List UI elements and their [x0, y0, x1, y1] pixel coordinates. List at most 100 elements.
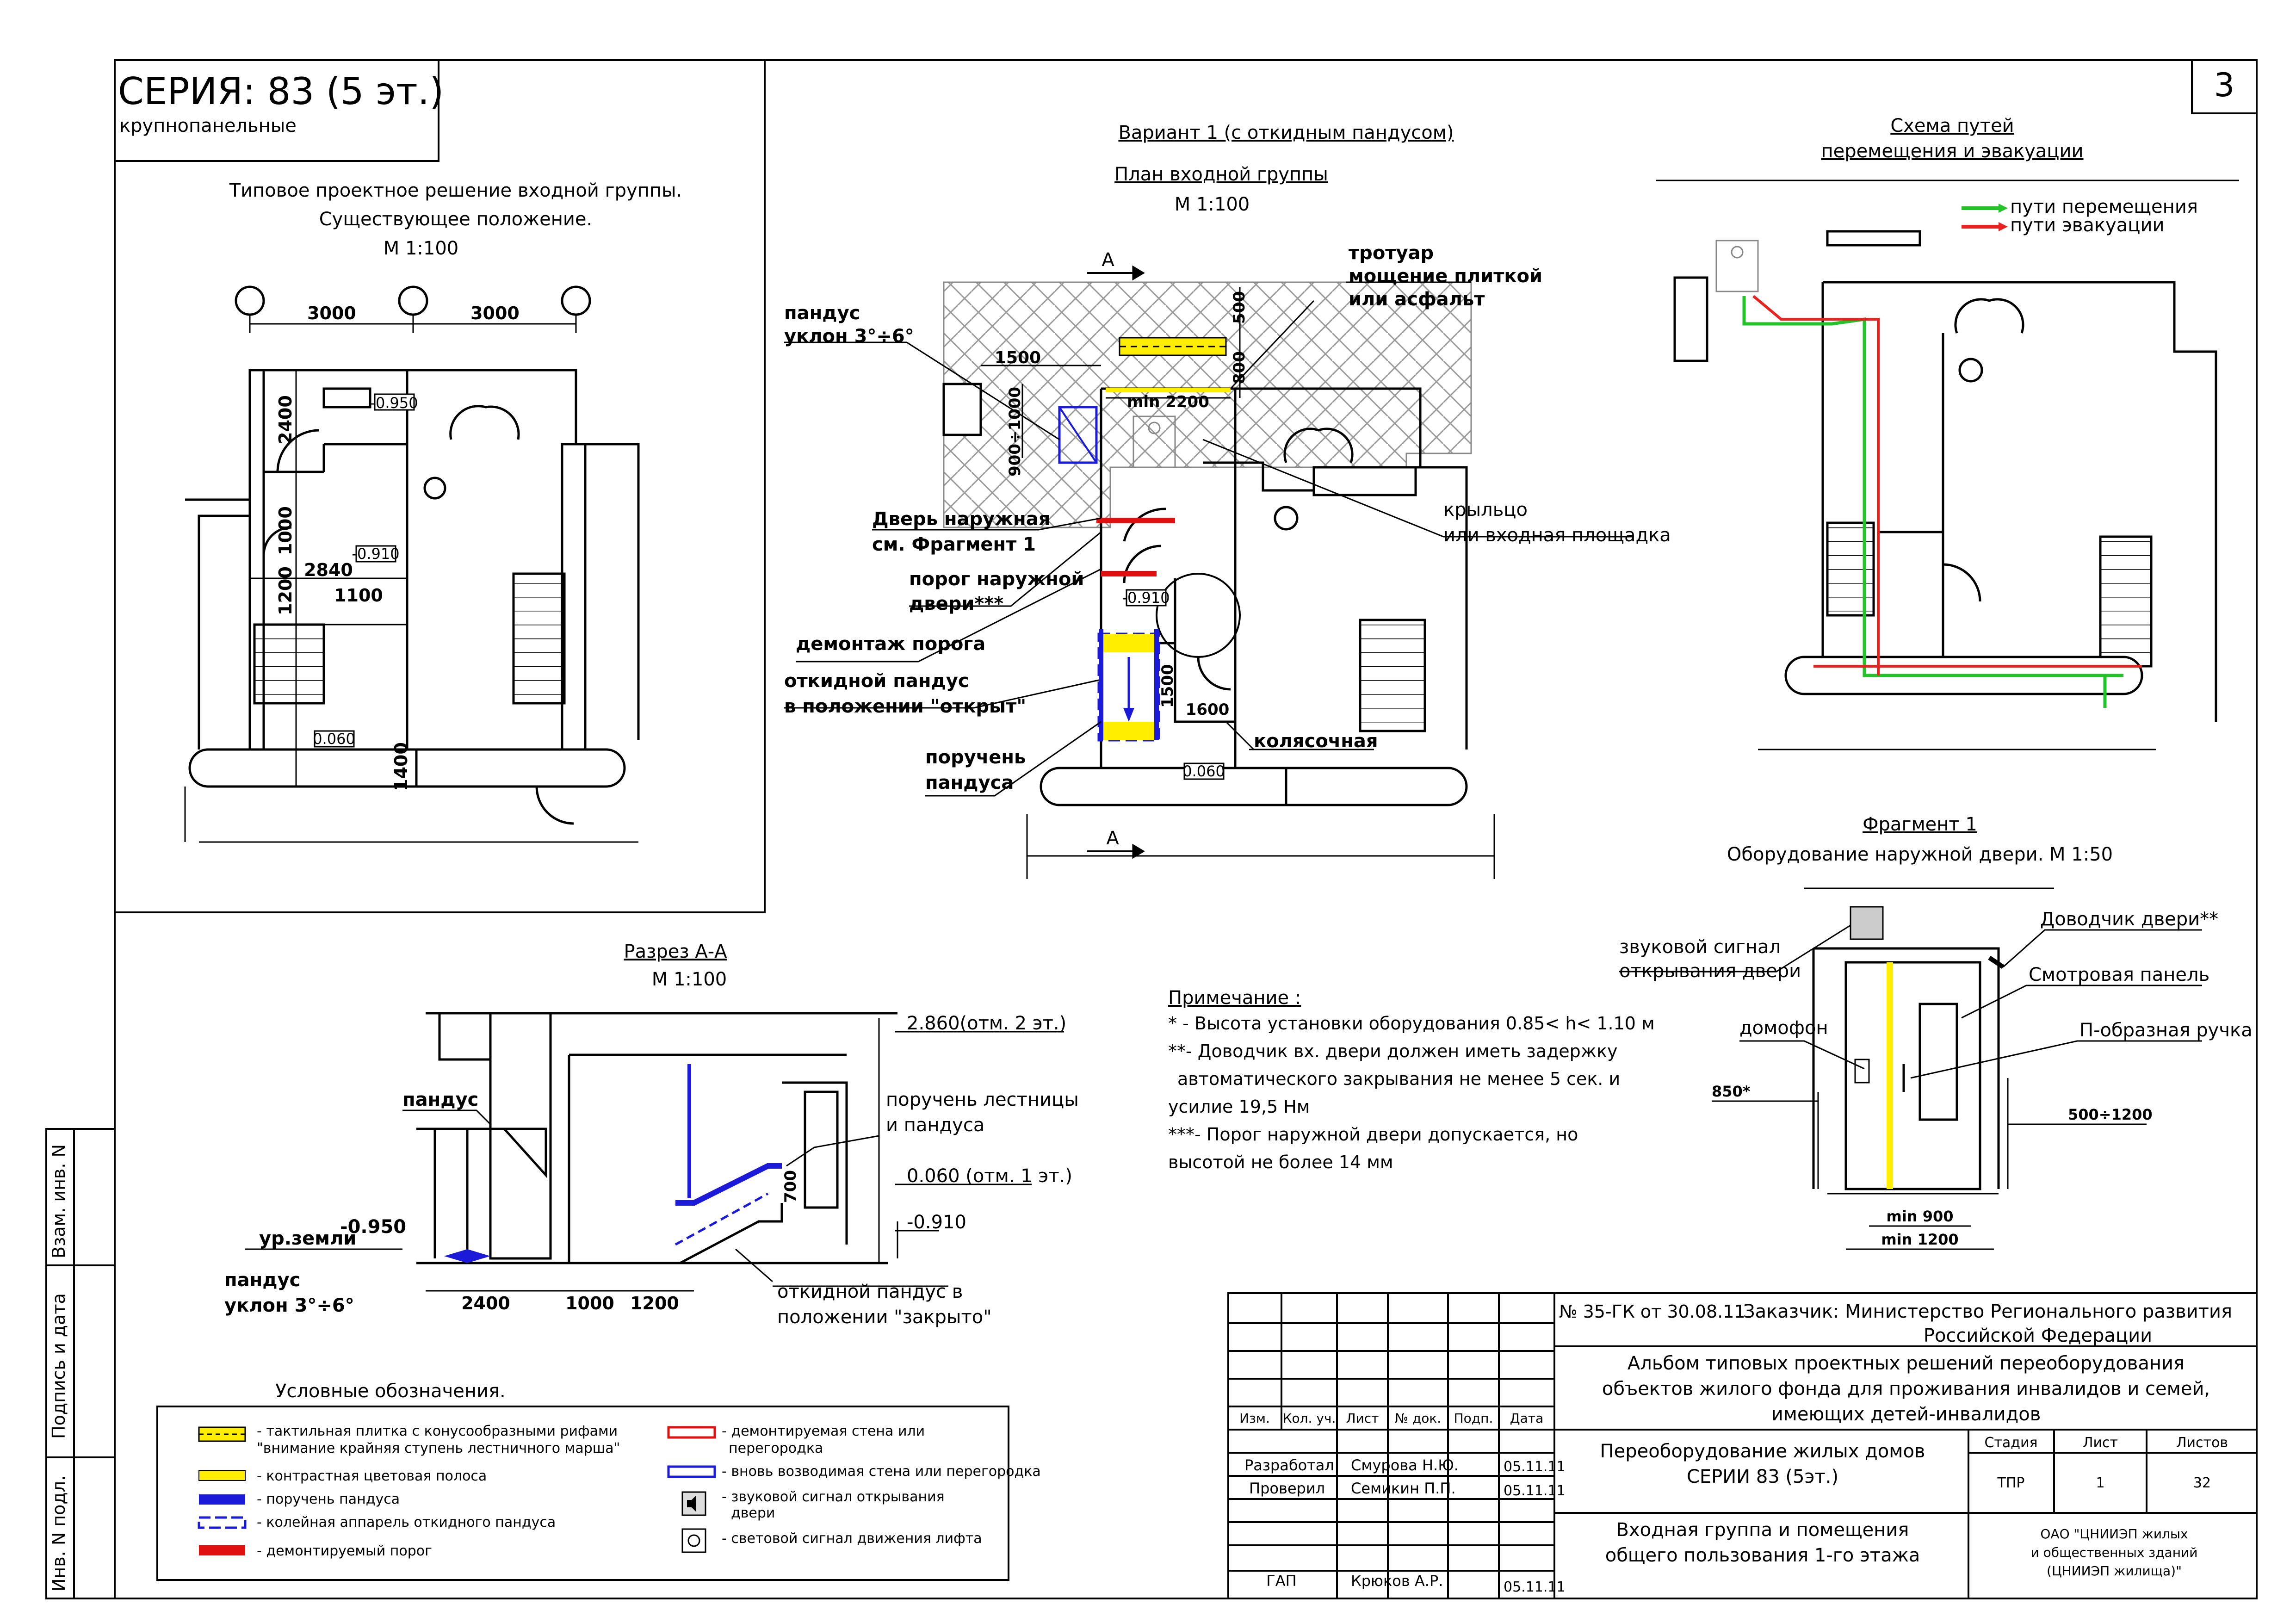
notes-line-2: **- Доводчик вх. двери должен иметь заде…	[1168, 1041, 1617, 1061]
existing-dim-4: 1000	[275, 506, 296, 555]
legend-box	[156, 1406, 1009, 1581]
variant-dim-2: 900÷1000	[1006, 387, 1024, 477]
section-dim-3: 1200	[630, 1293, 679, 1313]
tb-date-3: 05.11.11	[1504, 1579, 1566, 1595]
tb-hdr-qty: Кол. уч.	[1283, 1411, 1336, 1426]
legend-swatch-new-wall	[667, 1465, 716, 1478]
section-level-1: 0.060 (отм. 1 эт.)	[907, 1165, 1072, 1187]
existing-dim-6: 1400	[391, 742, 411, 791]
section-scale: М 1:100	[652, 969, 727, 990]
callout-ramp-2: уклон 3°÷6°	[784, 326, 914, 347]
tb-drawing-2: общего пользования 1-го этажа	[1605, 1545, 1920, 1566]
route-paths	[1742, 295, 2142, 708]
variant-dim-4: 500	[1230, 291, 1249, 324]
new-ramp-wall	[1058, 406, 1098, 464]
legend-swatch-contrast	[198, 1470, 246, 1481]
existing-level-3: 0.060	[313, 730, 355, 748]
legend-item-12: - световой сигнал движения лифта	[722, 1530, 982, 1547]
section-ramp: пандус	[402, 1089, 478, 1110]
tb-org-1: ОАО "ЦНИИЭП жилых	[2040, 1526, 2188, 1542]
existing-title-1: Типовое проектное решение входной группы…	[229, 180, 682, 201]
tb-date-2: 05.11.11	[1504, 1483, 1566, 1499]
variant-scale: М 1:100	[1175, 194, 1250, 215]
notes-line-4: усилие 19,5 Нм	[1168, 1096, 1310, 1117]
tb-album-3: имеющих детей-инвалидов	[1771, 1404, 2041, 1425]
stamp-signature-date: Подпись и дата	[49, 1293, 69, 1439]
legend-item-11: двери	[731, 1505, 775, 1521]
callout-door-1: Дверь наружная	[872, 508, 1050, 530]
tb-customer-2: Российской Федерации	[1924, 1325, 2152, 1346]
variant-title: Вариант 1 (с откидным пандусом)	[1118, 122, 1454, 143]
variant-level-2: 0.060	[1182, 762, 1225, 780]
legend-swatch-demolish-wall	[667, 1426, 716, 1439]
lift-signal-icon	[681, 1528, 706, 1553]
variant-dim-1: 1500	[995, 348, 1041, 367]
notes-title: Примечание :	[1168, 987, 1301, 1009]
existing-dim-5: 1200	[275, 566, 296, 615]
existing-panel-frame	[114, 59, 766, 913]
callout-handrail-2: пандуса	[925, 772, 1014, 793]
legend-item-2: "внимание крайняя ступень лестничного ма…	[257, 1440, 620, 1456]
notes-line-5: ***- Порог наружной двери допускается, н…	[1168, 1124, 1578, 1145]
fragment-leaders	[1619, 924, 2202, 1125]
legend-item-3: - контрастная цветовая полоса	[257, 1468, 487, 1484]
section-mark-top: А	[1102, 249, 1114, 271]
legend-swatch-foldramp	[198, 1516, 247, 1529]
variant-plan-title: План входной группы	[1114, 164, 1328, 185]
existing-scale: М 1:100	[384, 238, 459, 259]
legend-item-6: - демонтируемый порог	[257, 1543, 432, 1559]
legend-swatch-handrail	[199, 1494, 245, 1505]
tb-sheet: 1	[2096, 1475, 2104, 1491]
tb-role-2: Проверил	[1249, 1480, 1325, 1497]
variant-dim-3: min 2200	[1127, 393, 1209, 411]
existing-dim-8: 1100	[334, 585, 383, 606]
fragment-min-900: min 900	[1886, 1208, 1953, 1225]
legend-item-8: перегородка	[729, 1440, 823, 1456]
callout-porch-2: или входная площадка	[1443, 525, 1671, 546]
section-ramp-slope-2: уклон 3°÷6°	[224, 1295, 354, 1316]
fragment-dim-850: 850*	[1712, 1083, 1751, 1100]
speaker-icon	[681, 1491, 706, 1516]
callout-handrail-1: поручень	[925, 747, 1026, 768]
tactile-tile	[1119, 337, 1227, 356]
existing-dim-7: 2840	[304, 560, 353, 580]
callout-porch-1: крыльцо	[1443, 499, 1528, 520]
notes-line-6: высотой не более 14 мм	[1168, 1152, 1393, 1172]
routes-legend-red: пути эвакуации	[2010, 215, 2164, 236]
sheet-number: 3	[2214, 66, 2235, 104]
notes-line-3: автоматического закрывания не менее 5 се…	[1177, 1069, 1620, 1089]
section-dim-700: 700	[781, 1170, 800, 1203]
fragment-sound-1: звуковой сигнал	[1619, 936, 1781, 958]
existing-plan	[184, 285, 640, 843]
tb-sheets-header: Листов	[2176, 1435, 2228, 1451]
existing-title-2: Существующее положение.	[319, 209, 593, 230]
section-ramp-slope-1: пандус	[224, 1270, 300, 1291]
callout-door-2: см. Фрагмент 1	[872, 534, 1036, 555]
tb-hdr-date: Дата	[1510, 1411, 1544, 1426]
routes-legend-green: пути перемещения	[2010, 196, 2198, 217]
tb-name-1: Смурова Н.Ю.	[1351, 1456, 1459, 1474]
variant-dim-6: 1500	[1158, 664, 1177, 708]
tb-sheet-header: Лист	[2083, 1435, 2118, 1451]
tb-sheets: 32	[2193, 1475, 2211, 1491]
section-handrail	[444, 1064, 782, 1263]
section-mark-bottom: А	[1106, 828, 1119, 849]
existing-dim-2: 3000	[470, 303, 520, 323]
callout-threshold-2: двери***	[909, 593, 1003, 614]
variant-level-1: -0.910	[1122, 589, 1170, 607]
existing-level-1: -0.950	[370, 394, 418, 412]
tb-name-2: Семикин П.П.	[1351, 1480, 1456, 1497]
wheelchair-icon	[1715, 240, 1759, 292]
fragment-sound-2: открывания двери	[1619, 960, 1801, 982]
section-level-2: -0.910	[907, 1212, 966, 1233]
section-ground-lvl: -0.950	[340, 1216, 406, 1238]
legend-item-5: - колейная аппарель откидного пандуса	[257, 1514, 556, 1530]
variant-dim-5: 800	[1230, 351, 1249, 384]
tb-contract: № 35-ГК от 30.08.11	[1559, 1301, 1745, 1322]
fragment-title: Фрагмент 1	[1863, 814, 1977, 835]
legend-item-4: - поручень пандуса	[257, 1491, 400, 1507]
stamp-original-inv: Инв. N подл.	[49, 1475, 69, 1592]
section-level-top: 2.860(отм. 2 эт.)	[907, 1013, 1066, 1034]
callout-foldramp-1: откидной пандус	[784, 670, 969, 692]
